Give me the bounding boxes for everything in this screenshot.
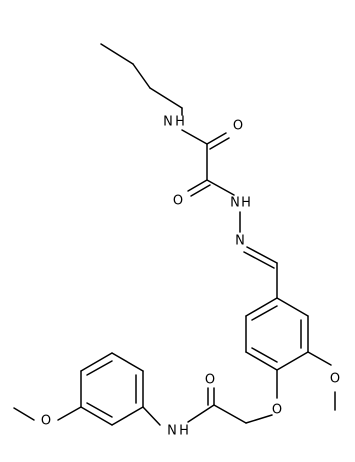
bond-ringc-5-inner	[86, 402, 113, 418]
bond-ringb-ome	[307, 351, 332, 366]
bond-ringb-6	[245, 297, 278, 317]
bond-co-right-2	[209, 137, 230, 150]
bond-ringc-2	[111, 352, 144, 372]
bond-ringc-3-inner	[86, 360, 113, 376]
atom-h-amide-top: H	[175, 115, 185, 130]
bond-ringc-5	[80, 406, 113, 426]
bond-ringb-6-inner	[251, 305, 278, 321]
bond-ringb-4-inner	[251, 347, 278, 363]
bond-ome-methyl-c	[13, 407, 35, 421]
atom-o-methoxy-ring-b: O	[330, 372, 340, 387]
atom-n-amide-bottom: N	[167, 424, 177, 439]
bond-ringb-1	[276, 297, 309, 317]
bond-c-nh	[206, 179, 235, 196]
bond-ch2-carbonyl	[213, 404, 247, 424]
atom-o-amide-bottom: O	[205, 373, 215, 388]
bond-n-to-carbonyl-a	[181, 129, 208, 145]
atom-h-amide-bottom: H	[179, 424, 189, 439]
bond-layer	[13, 43, 336, 426]
atom-o-ether: O	[272, 403, 282, 418]
bond-butyl-3	[149, 87, 183, 109]
bond-ringc-3	[80, 352, 113, 372]
atom-n-imine: N	[235, 234, 245, 249]
atom-label-layer: N H O O N H N O O O N H O	[41, 115, 340, 439]
bond-ringc-ome	[57, 406, 82, 421]
bond-n-ch-2	[243, 251, 275, 269]
bond-co-left-2	[190, 184, 211, 197]
atom-o-carbonyl-right: O	[233, 119, 243, 134]
bond-ether-ch2	[245, 414, 273, 424]
atom-h-hydrazide: H	[241, 196, 251, 211]
bond-n-ch-1	[246, 246, 278, 264]
bond-amide-cn	[187, 404, 215, 423]
bond-ringb-4	[245, 351, 278, 371]
bond-butyl-1	[100, 43, 134, 65]
bond-butyl-2	[132, 63, 151, 89]
bond-co-right-1	[206, 132, 227, 145]
atom-o-methoxy-ring-c: O	[41, 414, 51, 429]
bond-ringb-3	[276, 351, 309, 371]
bond-co-left-1	[187, 179, 208, 192]
bond-ringc-6	[111, 406, 144, 426]
bond-nh-ringc	[142, 406, 161, 426]
atom-o-carbonyl-left: O	[173, 194, 183, 209]
atom-n-amide-top: N	[163, 115, 173, 130]
atom-n-hydrazide: N	[230, 196, 240, 211]
